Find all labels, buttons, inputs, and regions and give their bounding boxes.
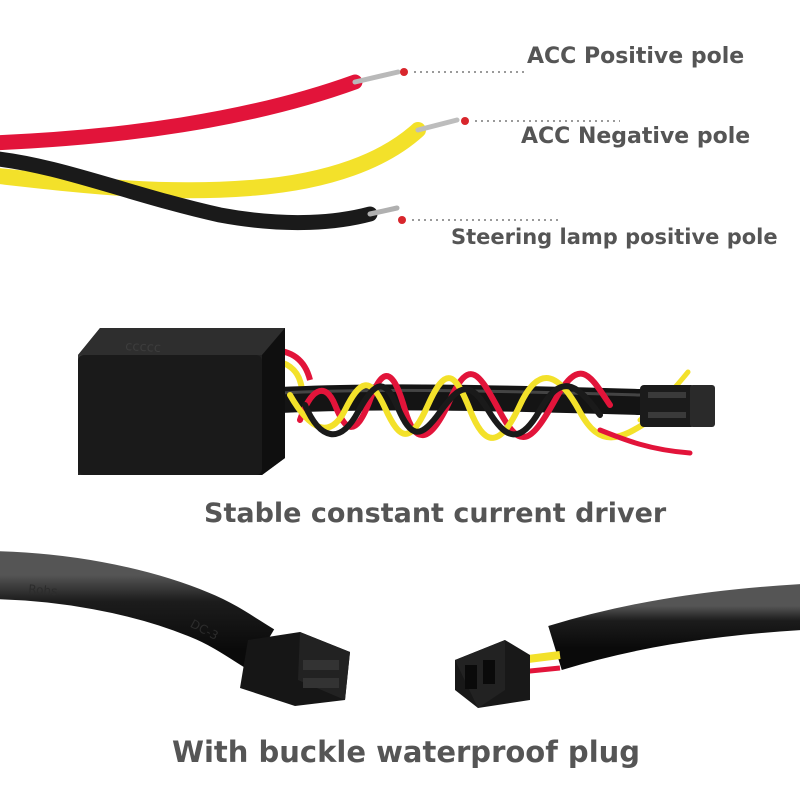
caption-plug: With buckle waterproof plug	[172, 735, 641, 769]
driver-connector	[640, 385, 715, 427]
label-steering-lamp: Steering lamp positive pole	[451, 225, 778, 249]
black-wire	[0, 151, 378, 231]
driver-box: ccccc	[78, 328, 285, 475]
wires-section	[0, 68, 620, 231]
right-cable	[548, 584, 800, 670]
black-wire-tip	[367, 205, 400, 217]
marker-dot-acc-negative	[461, 117, 469, 125]
svg-text:ccccc: ccccc	[125, 339, 161, 356]
cable-print-rohs: Rohs	[28, 582, 58, 598]
label-acc-positive: ACC Positive pole	[527, 44, 745, 69]
caption-driver: Stable constant current driver	[204, 498, 667, 529]
marker-dot-steering	[398, 216, 406, 224]
marker-dot-acc-positive	[400, 68, 408, 76]
red-wire	[0, 74, 363, 151]
label-acc-negative: ACC Negative pole	[521, 124, 751, 149]
plug-section: Rohs DC-3	[0, 551, 800, 708]
left-plug	[240, 632, 350, 706]
driver-section: ccccc	[78, 328, 715, 475]
spiral-wires	[287, 369, 693, 456]
yellow-wire-tip	[415, 117, 460, 133]
red-wire-tip	[352, 69, 401, 85]
left-cable	[0, 551, 275, 671]
yellow-wire	[0, 122, 426, 199]
right-plug	[455, 640, 530, 708]
